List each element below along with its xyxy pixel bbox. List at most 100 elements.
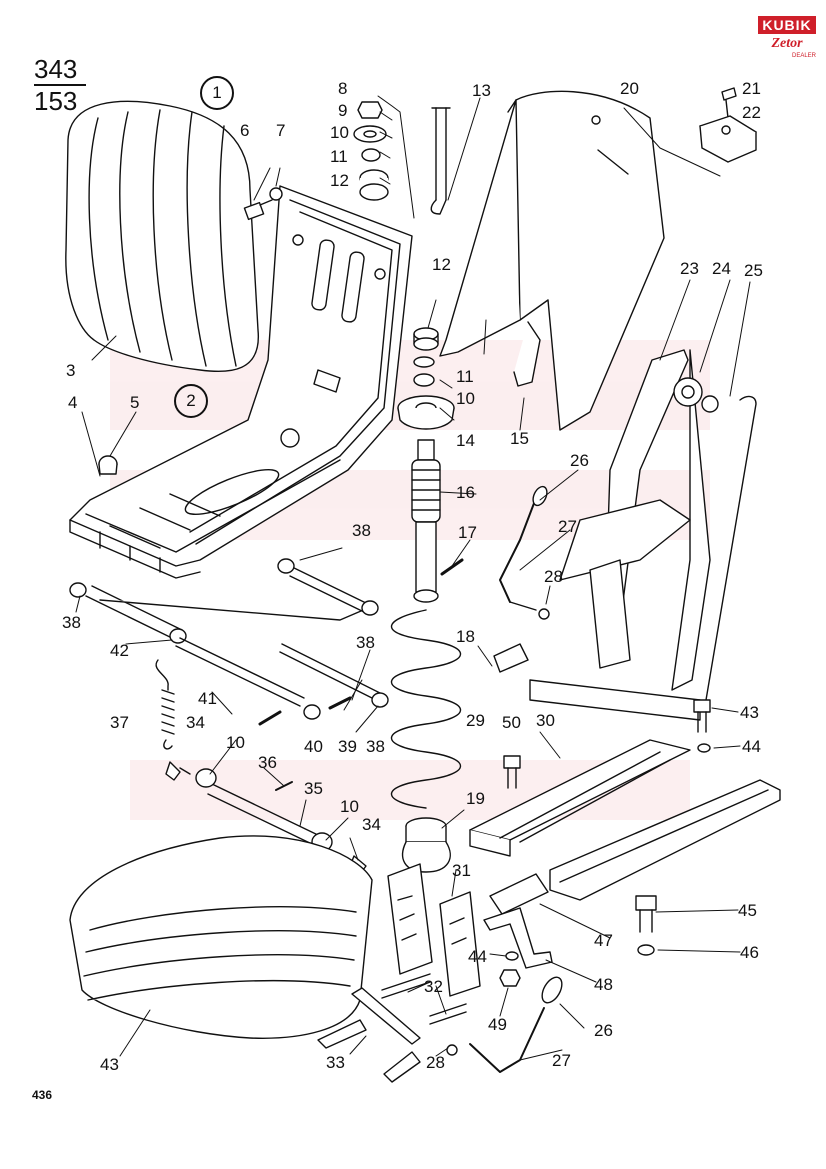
callout-25: 25 [744,261,763,280]
callout-3: 3 [66,361,76,380]
bracket-47 [489,873,549,915]
bushing-stack [413,327,439,387]
callout-6: 6 [240,121,250,140]
bush-38-left [303,704,321,720]
callout-31: 31 [452,861,471,880]
tension-spring-37 [155,659,175,750]
callout-41: 41 [198,689,217,708]
callout-27-lower: 27 [552,1051,571,1070]
callout-14: 14 [456,431,475,450]
callout-35: 35 [304,779,323,798]
logo-tag: DEALER [791,53,816,59]
reference-fraction-bar [34,84,86,86]
lever-33 [317,987,421,1083]
callout-12: 12 [330,171,349,190]
callout-49: 49 [488,1015,507,1034]
pin-17 [440,558,464,576]
nut-49 [499,969,521,987]
callout-12-lower: 12 [432,255,451,274]
rod-41 [175,637,305,707]
callout-11: 11 [330,147,348,166]
washer-7 [269,187,283,201]
pin-39 [328,696,352,710]
handle-lower [446,976,563,1073]
callout-43-right: 43 [740,703,759,722]
callout-13: 13 [472,81,491,100]
callout-22: 22 [742,103,761,122]
callout-20: 20 [620,79,639,98]
callout-44-right: 44 [742,737,761,756]
callout-46: 46 [740,943,759,962]
callout-19: 19 [466,789,485,808]
bracket-48 [483,907,553,969]
bolt-45 [635,895,657,956]
callout-5: 5 [130,393,140,412]
callout-38-top: 38 [352,521,371,540]
callout-18: 18 [456,627,475,646]
dealer-logo: KUBIK Zetor DEALER [758,16,816,60]
callout-10: 10 [330,123,349,142]
callout-7: 7 [276,121,286,140]
scissor-plates-31 [387,863,481,997]
callout-38-left: 38 [62,613,81,632]
callout-27-upper: 27 [558,517,577,536]
seat-frame [69,185,413,579]
spring-seat [401,817,451,873]
callout-24: 24 [712,259,731,278]
logo-make: Zetor [771,36,803,51]
variant-marker-1: 1 [200,76,234,110]
callout-34-upper: 34 [186,713,205,732]
rear-axle [69,558,379,644]
pin-40 [258,710,282,726]
bracket-15 [513,321,541,387]
callout-16: 16 [456,483,475,502]
callout-28-upper: 28 [544,567,563,586]
seat-base-frame [529,349,757,721]
slide-rails-30 [469,643,781,901]
bolt-21 [721,87,737,119]
callout-43-lower: 43 [100,1055,119,1074]
callout-50: 50 [502,713,521,732]
callout-17: 17 [458,523,477,542]
variant-marker-2: 2 [174,384,208,418]
callout-38-bottom: 38 [366,737,385,756]
bolt-6 [243,199,273,221]
callout-48: 48 [594,975,613,994]
callout-4: 4 [68,393,78,412]
callout-39: 39 [338,737,357,756]
seat-cushion [69,835,373,1039]
callout-15: 15 [510,429,529,448]
callout-37: 37 [110,713,129,732]
backrest-cushion [65,100,259,373]
callout-30: 30 [536,711,555,730]
callout-10-lower: 10 [456,389,475,408]
callout-10-shaft-left: 10 [226,733,245,752]
leader-lines [75,95,751,1061]
callout-28-lower: 28 [426,1053,445,1072]
bush-38-right [371,692,389,708]
callout-40: 40 [304,737,323,756]
callout-32: 32 [424,977,443,996]
block-22 [699,115,757,163]
page-number: 436 [32,1088,53,1102]
callout-38-middle: 38 [356,633,375,652]
bearing-housing [397,395,455,430]
callout-47: 47 [594,931,613,950]
rod-link [279,643,383,703]
logo-brand: KUBIK [758,16,816,34]
reference-numerator: 343 [34,54,78,84]
reference-denominator: 153 [34,86,78,116]
callout-9: 9 [338,101,348,120]
callout-34-lower: 34 [362,815,381,834]
callout-45: 45 [738,901,757,920]
callout-29: 29 [466,711,485,730]
backrest-panel-20 [439,90,665,431]
callout-44-lower: 44 [468,947,487,966]
callout-11-lower: 11 [456,367,474,386]
adjust-knob [98,455,118,475]
callout-26-lower: 26 [594,1021,613,1040]
callout-26-upper: 26 [570,451,589,470]
main-spring [391,609,461,809]
